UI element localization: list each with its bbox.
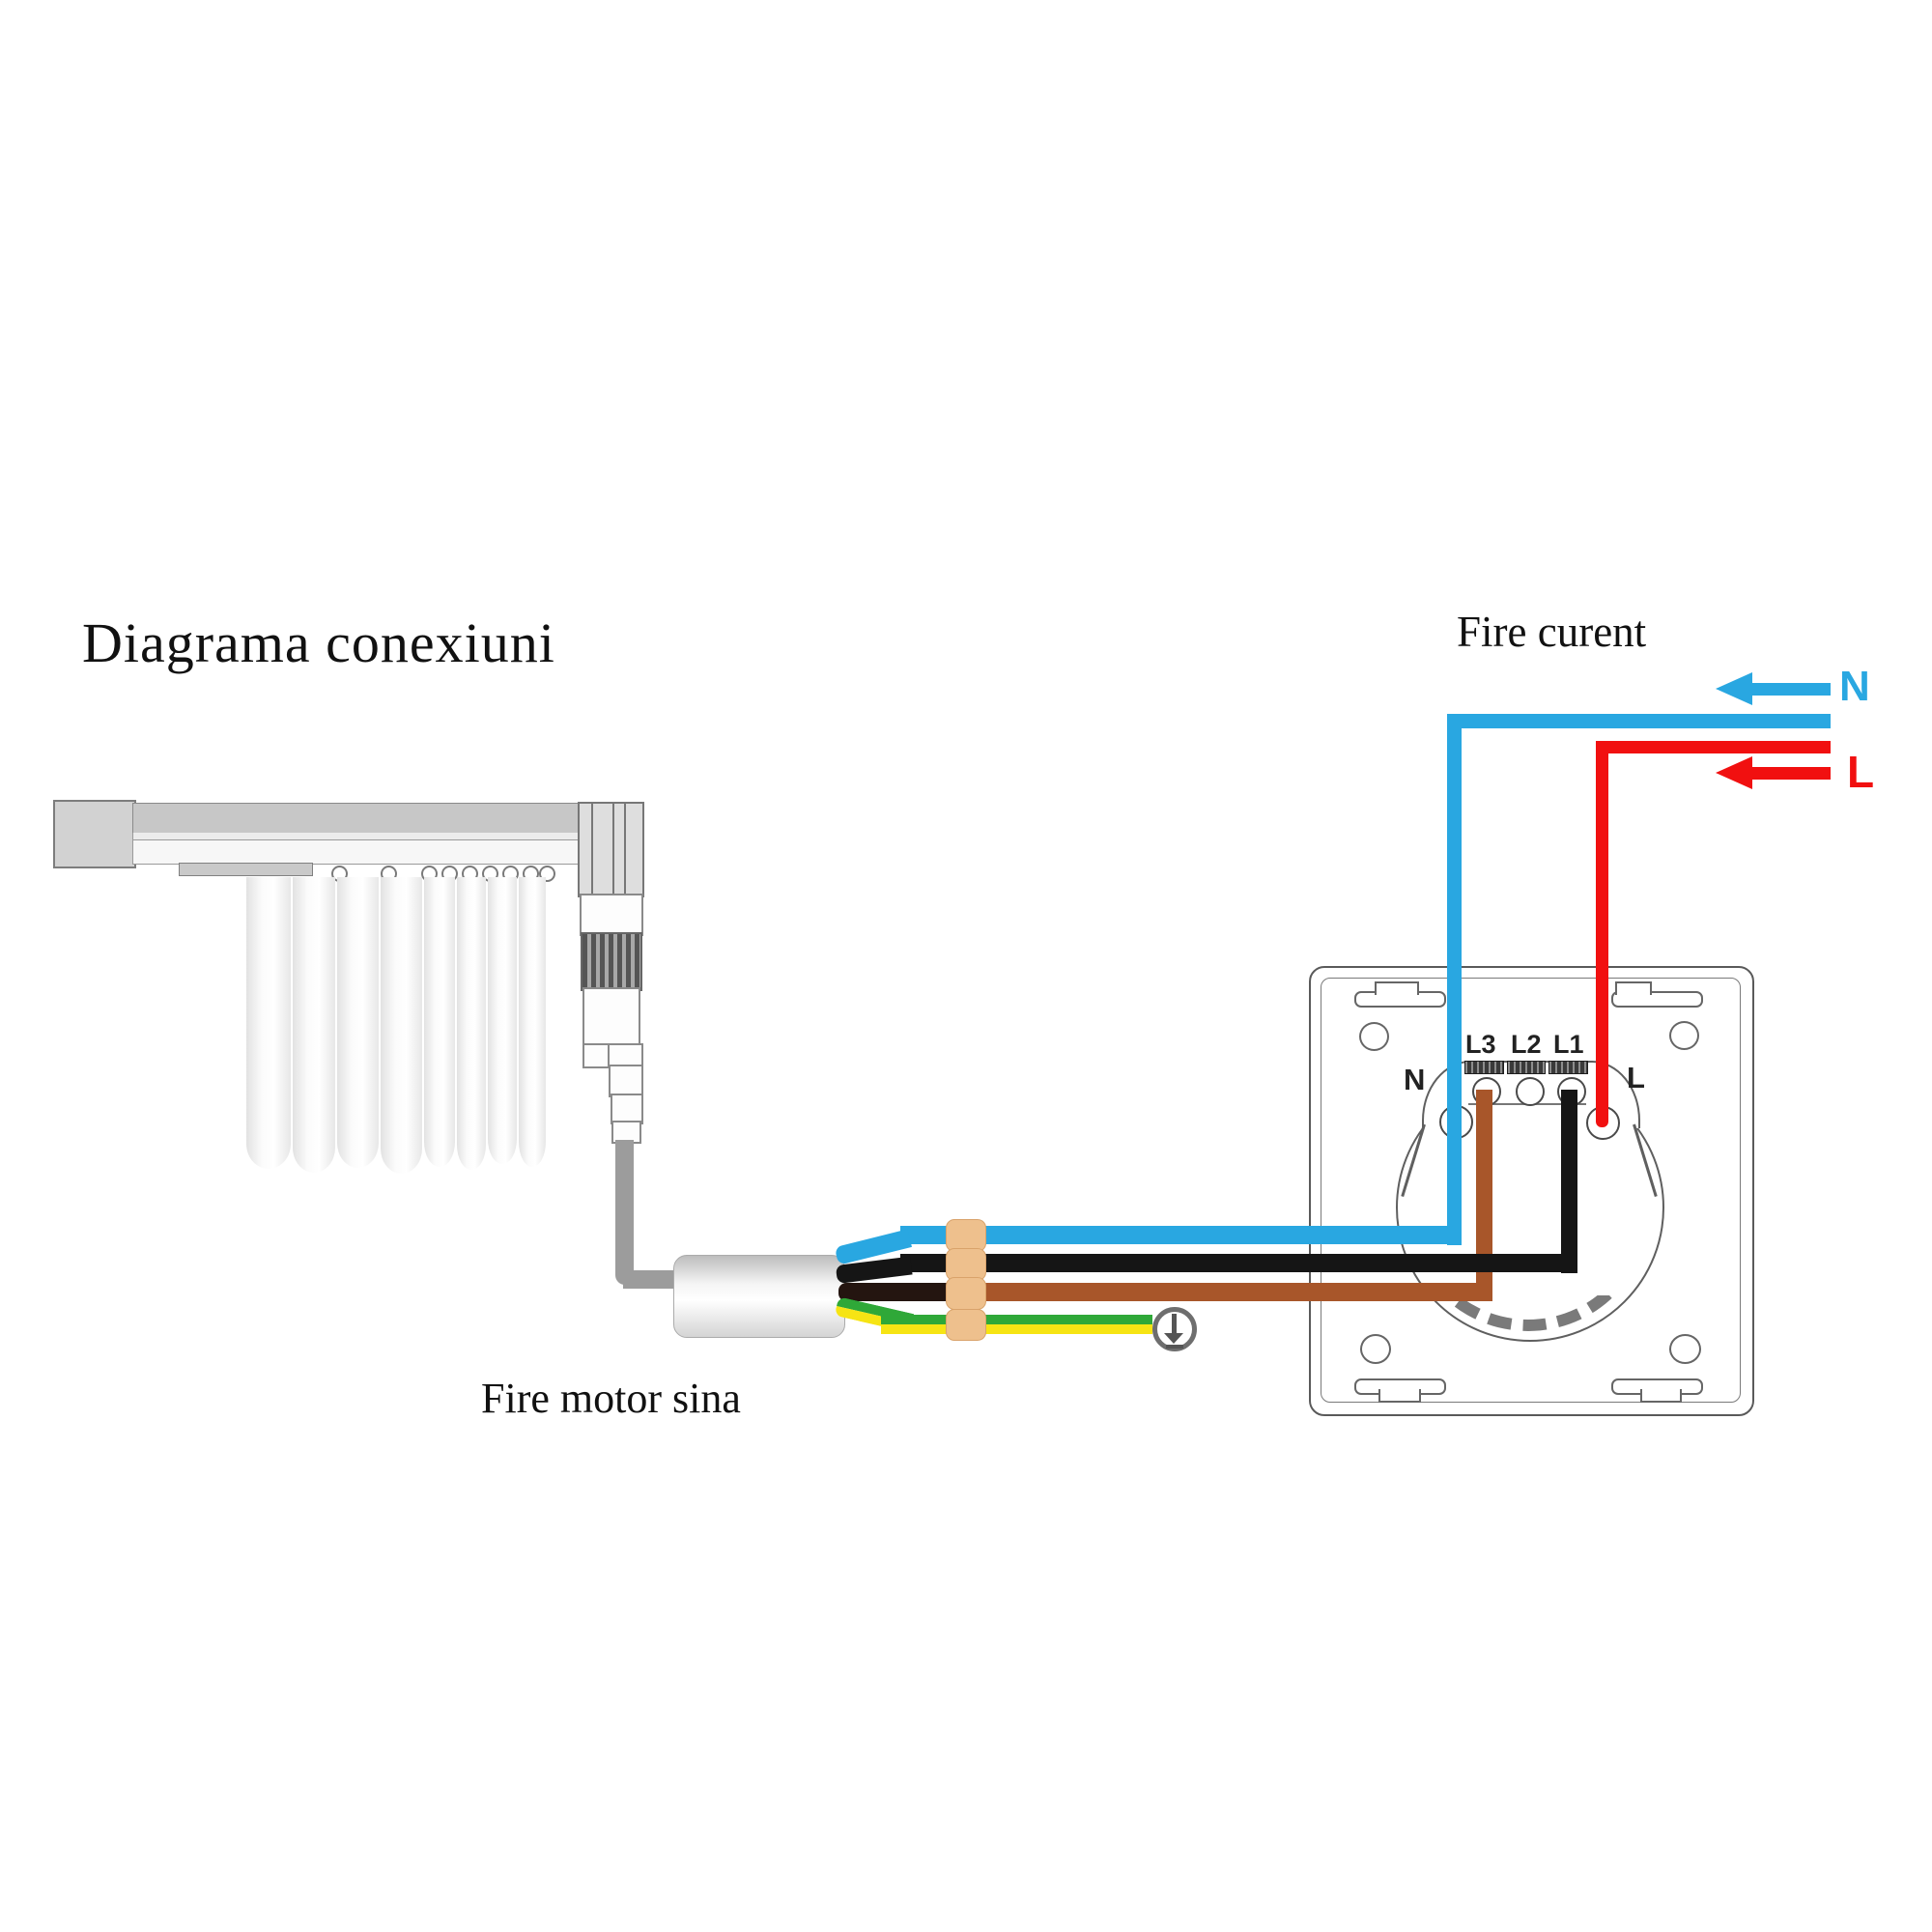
- switch-live-label: L: [1627, 1061, 1645, 1094]
- cable-sleeve: [673, 1255, 845, 1338]
- neutral-wire-top: [1447, 714, 1831, 728]
- motor-lower-body: [582, 987, 640, 1047]
- terminal-label-l2: L2: [1511, 1030, 1542, 1059]
- wire-ferrule: [946, 1248, 986, 1281]
- motor-upper-body: [580, 894, 643, 936]
- motor-connector: [609, 1065, 643, 1097]
- live-wire-vertical: [1596, 741, 1608, 1127]
- live-arrow-icon: [1716, 756, 1752, 789]
- live-wire-top: [1596, 741, 1831, 753]
- motor-lead-wire: [623, 1270, 676, 1289]
- motor-ribbed-section: [581, 932, 642, 991]
- live-supply-label: L: [1847, 747, 1875, 797]
- slot-notch: [1640, 1389, 1682, 1403]
- module-serration: [1401, 1295, 1656, 1340]
- terminal-l2: [1516, 1077, 1545, 1106]
- switch-neutral-label: N: [1404, 1063, 1426, 1096]
- rail-end-cap: [53, 800, 136, 868]
- motor-lead-wire: [615, 1140, 634, 1285]
- fire-motor-sina-label: Fire motor sina: [481, 1375, 741, 1422]
- curtain-panel: [246, 877, 291, 1169]
- slot-notch: [1378, 1389, 1421, 1403]
- black-wire-vertical: [1561, 1090, 1577, 1273]
- curtain-panel: [337, 877, 379, 1168]
- screw-hole: [1360, 1334, 1391, 1364]
- neutral-wire-vertical: [1447, 714, 1462, 1245]
- slot-notch: [1615, 981, 1652, 995]
- neutral-arrow-icon: [1716, 672, 1752, 705]
- wire-ferrule: [946, 1219, 986, 1252]
- screw-hole: [1669, 1334, 1701, 1364]
- terminal-strip: [1464, 1061, 1589, 1074]
- curtain-panel: [457, 877, 486, 1170]
- curtain-panel: [424, 877, 455, 1167]
- brown-wire-dark-segment: [838, 1283, 951, 1301]
- slot-notch: [1375, 981, 1419, 995]
- curtain-carrier-strip: [179, 863, 313, 876]
- screw-hole: [1669, 1021, 1699, 1050]
- brown-wire-vertical: [1476, 1090, 1492, 1301]
- wire-ferrule: [946, 1277, 986, 1310]
- fire-curent-label: Fire curent: [1457, 608, 1647, 656]
- curtain-panel: [519, 877, 546, 1167]
- neutral-supply-label: N: [1839, 663, 1870, 710]
- terminal-label-l3: L3: [1465, 1030, 1496, 1059]
- neutral-wire-lower: [900, 1226, 1462, 1244]
- mounting-slot: [1611, 991, 1703, 1008]
- curtain-panel: [381, 877, 422, 1174]
- rail-top-band: [132, 803, 580, 835]
- wire-ferrule: [946, 1309, 986, 1341]
- curtain-panel: [293, 877, 335, 1173]
- switch-plate-inner-line: [1321, 978, 1741, 1403]
- earth-wire-horizontal: [881, 1315, 1152, 1334]
- screw-hole: [1359, 1022, 1389, 1051]
- black-wire-horizontal: [900, 1254, 1577, 1272]
- rail-bottom-band: [132, 839, 580, 865]
- page-title: Diagrama conexiuni: [82, 611, 555, 674]
- terminal-label-l1: L1: [1553, 1030, 1584, 1059]
- motor-head: [578, 802, 644, 897]
- live-arrow-shaft: [1750, 767, 1831, 780]
- rail-mid-band: [132, 833, 580, 839]
- brown-wire-horizontal: [978, 1283, 1492, 1301]
- neutral-arrow-shaft: [1750, 683, 1831, 696]
- curtain-panel: [488, 877, 517, 1164]
